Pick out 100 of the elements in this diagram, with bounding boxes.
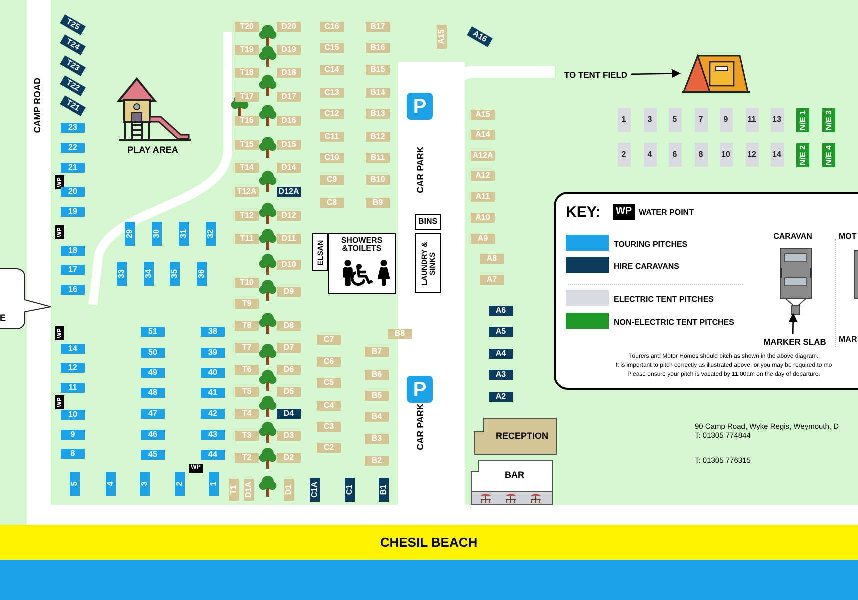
pitch-marker: 2 [175, 472, 185, 496]
pitch-marker: T20 [235, 22, 259, 32]
pitch-marker: 47 [141, 409, 165, 419]
marker-caption: WATER POINT [639, 207, 694, 219]
pitch-marker: 9 [61, 430, 85, 440]
pitch-marker: T12A [235, 187, 259, 197]
pitch-marker: B12 [366, 132, 390, 142]
caravan-drawing [780, 248, 812, 316]
map-label: CAMP ROAD [32, 76, 44, 136]
pitch-marker: D4 [277, 409, 301, 419]
pitch-marker: A14 [471, 130, 495, 140]
pitch-marker: C2 [317, 443, 341, 453]
pitch-marker: C3 [317, 422, 341, 432]
speech-bubble [0, 268, 52, 330]
pitch-marker: N/E 1 [796, 108, 810, 132]
pitch-marker: 11 [61, 383, 85, 393]
pitch-marker: N/E 2 [796, 143, 810, 167]
pitch-marker: C9 [320, 175, 344, 185]
legend-text: TOURING PITCHES [614, 239, 688, 251]
map-label: CARAVAN [772, 232, 814, 242]
pitch-marker: 1 [618, 108, 630, 132]
pitch-marker: T5 [235, 387, 259, 397]
facility-box: BINS [415, 214, 441, 230]
pitch-marker: A4 [489, 349, 513, 359]
pitch-marker: T19 [235, 45, 259, 55]
pitch-marker: 35 [170, 262, 180, 286]
pitch-marker: D17 [277, 92, 301, 102]
pitch-marker: T18 [235, 68, 259, 78]
pitch-marker: C15 [320, 43, 344, 53]
bubble-text: E [0, 312, 6, 325]
pitch-marker: A5 [489, 327, 513, 337]
pitch-marker: 8 [694, 143, 708, 167]
amenity-block [328, 233, 396, 294]
reception-building [474, 418, 557, 455]
pitch-marker: T3 [235, 431, 259, 441]
pitch-marker: A16 [467, 26, 493, 48]
parking-sign: P [407, 93, 433, 120]
pitch-marker: C16 [320, 22, 344, 32]
pitch-marker: C11 [320, 132, 344, 142]
pitch-marker: A10 [471, 213, 495, 223]
bar-building [471, 460, 553, 505]
pitch-marker: 34 [144, 262, 154, 286]
pitch-marker: D6 [277, 365, 301, 375]
pitch-marker: 16 [61, 285, 85, 295]
pitch-marker: 18 [61, 246, 85, 256]
pitch-marker: B17 [366, 22, 390, 32]
legend-text: ELECTRIC TENT PITCHES [614, 294, 714, 306]
pitch-marker: D5 [277, 387, 301, 397]
pitch-marker: T1 [229, 479, 239, 501]
pitch-marker: 8 [61, 449, 85, 459]
pitch-marker: D12 [277, 211, 301, 221]
pitch-marker: 17 [61, 265, 85, 275]
key-panel [554, 192, 858, 390]
pitch-marker: 9 [720, 108, 732, 132]
pitch-marker: B14 [366, 88, 390, 98]
pitch-marker: T16 [235, 116, 259, 126]
pitch-marker: 6 [668, 143, 682, 167]
pitch-marker: T4 [235, 409, 259, 419]
pitch-marker: 12 [61, 363, 85, 373]
pitch-marker: 32 [206, 222, 216, 246]
pitch-marker: 5 [70, 472, 80, 496]
map-label: MOT [839, 232, 858, 242]
pitch-marker: B10 [366, 175, 390, 185]
pitch-marker: 38 [201, 327, 225, 337]
pitch-marker: C7 [317, 335, 341, 345]
pitch-marker: 40 [201, 368, 225, 378]
pitch-marker: 31 [179, 222, 189, 246]
arrow [630, 69, 681, 78]
pitch-marker: T8 [235, 321, 259, 331]
pitch-marker: A15 [471, 110, 495, 120]
pitch-marker: T7 [235, 343, 259, 353]
pitch-marker: D19 [277, 45, 301, 55]
pitch-marker: D12A [277, 187, 301, 197]
pitch-marker: 4 [644, 143, 656, 167]
pitch-marker: C4 [317, 401, 341, 411]
pitch-marker: T12 [235, 211, 259, 221]
pitch-marker: 21 [61, 163, 85, 173]
pitch-marker: C1 [345, 478, 355, 502]
pitch-marker: T6 [235, 365, 259, 375]
pitch-marker: 29 [125, 222, 135, 246]
pitch-marker: 14 [61, 344, 85, 354]
pitch-marker: D7 [277, 343, 301, 353]
pitch-marker: 5 [668, 108, 682, 132]
pitch-marker: 14 [770, 143, 784, 167]
pitch-marker: A8 [480, 254, 504, 264]
pitch-marker: 10 [61, 410, 85, 420]
pitch-marker: A6 [489, 306, 513, 316]
legend-text: HIRE CARAVANS [614, 261, 680, 273]
pitch-marker: 50 [141, 348, 165, 358]
pitch-marker: 13 [770, 108, 784, 132]
pitch-marker: 39 [201, 348, 225, 358]
pitch-marker: D1 [284, 479, 294, 501]
pitch-marker: 20 [61, 187, 85, 197]
pitch-marker: N/E 3 [822, 108, 836, 132]
legend-text: NON-ELECTRIC TENT PITCHES [614, 317, 734, 329]
area-label: CAR PARK [414, 404, 426, 450]
pitch-marker: C8 [320, 198, 344, 208]
water-point-marker: WP [613, 204, 635, 220]
pitch-marker: D15 [277, 140, 301, 150]
pitch-marker: B6 [365, 370, 389, 380]
